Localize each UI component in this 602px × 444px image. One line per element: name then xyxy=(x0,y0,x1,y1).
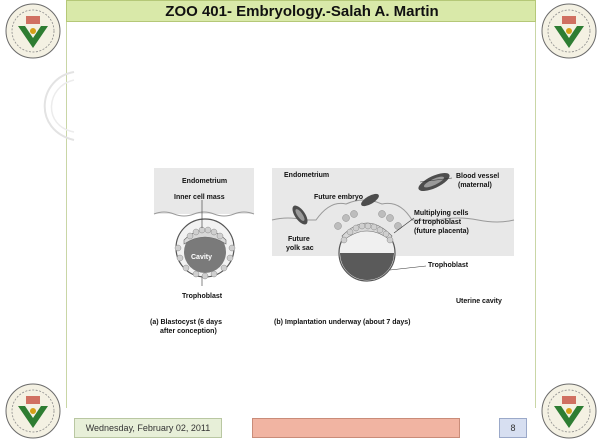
label-future-embryo: Future embryo xyxy=(314,194,364,201)
label-endometrium-a: Endometrium xyxy=(182,178,228,185)
footer-date: Wednesday, February 02, 2011 xyxy=(74,418,222,438)
university-seal-icon xyxy=(541,3,597,59)
university-seal-icon xyxy=(5,383,61,439)
university-seal-icon xyxy=(541,383,597,439)
footer-center-bar xyxy=(252,418,460,438)
label-future: Future xyxy=(288,236,310,243)
label-blood-vessel: Blood vessel xyxy=(456,173,500,180)
label-yolk-sac: yolk sac xyxy=(286,245,314,252)
university-seal-icon xyxy=(5,3,61,59)
label-future-placenta: (future placenta) xyxy=(414,228,469,235)
caption-b: (b) Implantation underway (about 7 days) xyxy=(274,319,411,326)
label-uterine-cavity: Uterine cavity xyxy=(456,298,502,305)
label-endometrium-b: Endometrium xyxy=(284,172,330,179)
implantation-figure: Endometrium Inner cell mass Cavity Troph… xyxy=(138,160,518,345)
label-trophoblast-a: Trophoblast xyxy=(182,293,223,300)
implantation-illustration xyxy=(153,168,515,286)
title-bar: ZOO 401- Embryology.-Salah A. Martin xyxy=(66,0,536,22)
label-inner-cell-mass: Inner cell mass xyxy=(174,194,225,201)
left-border-rule xyxy=(66,22,67,408)
caption-a-line2: after conception) xyxy=(160,328,217,335)
label-multiplying-cells: Multiplying cells xyxy=(414,210,469,217)
label-blood-vessel-maternal: (maternal) xyxy=(458,182,492,189)
slide-title: ZOO 401- Embryology.-Salah A. Martin xyxy=(165,3,439,20)
label-cavity: Cavity xyxy=(191,254,213,261)
caption-a-line1: (a) Blastocyst (6 days xyxy=(150,319,222,326)
right-border-rule xyxy=(535,22,536,408)
label-trophoblast-b: Trophoblast xyxy=(428,262,469,269)
label-of-trophoblast: of trophoblast xyxy=(414,219,462,226)
page-number: 8 xyxy=(499,418,527,438)
decorative-arc xyxy=(43,71,75,141)
